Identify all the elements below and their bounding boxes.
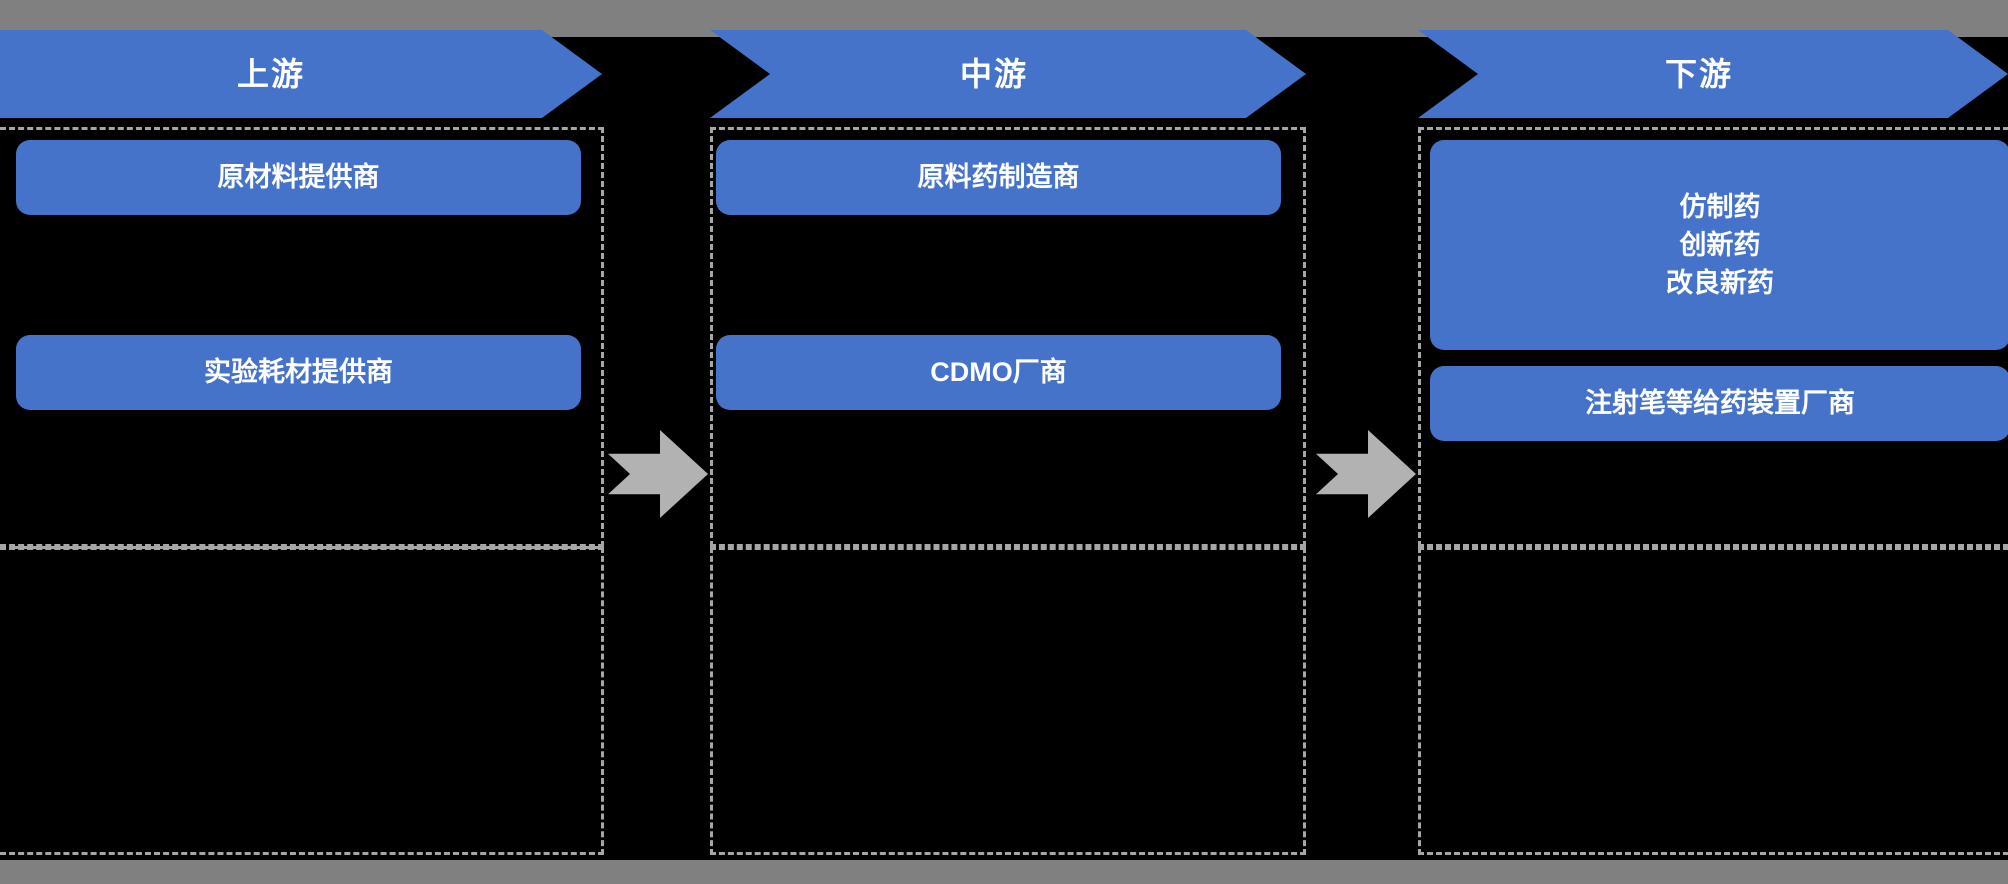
panel-midstream-top: [710, 127, 1306, 547]
stage-header-downstream[interactable]: 下游: [1418, 30, 2008, 118]
item-api-manufacturer[interactable]: 原料药制造商: [716, 140, 1281, 215]
item-cdmo-manufacturer[interactable]: CDMO厂商: [716, 335, 1281, 410]
panel-midstream-bottom: [710, 547, 1306, 855]
panel-downstream-top: [1418, 127, 2008, 547]
item-drug-types[interactable]: 仿制药创新药改良新药: [1430, 140, 2008, 350]
stage-header-downstream-label: 下游: [1664, 56, 1733, 92]
stage-header-upstream-label: 上游: [236, 56, 305, 92]
stage-header-midstream[interactable]: 中游: [710, 30, 1306, 118]
flow-arrow-upstream-to-midstream: [608, 430, 708, 518]
item-injection-device-manufacturer[interactable]: 注射笔等给药装置厂商: [1430, 366, 2008, 441]
stage-header-midstream-label: 中游: [959, 56, 1028, 92]
item-lab-consumable-supplier[interactable]: 实验耗材提供商: [16, 335, 581, 410]
panel-upstream-bottom: [0, 547, 604, 855]
stage-header-upstream[interactable]: 上游: [0, 30, 602, 118]
panel-downstream-bottom: [1418, 547, 2008, 855]
upstream-solid-divider: [10, 546, 604, 549]
panel-upstream-top: [0, 127, 604, 547]
bottom-rail: [0, 860, 2008, 884]
flow-arrow-midstream-to-downstream: [1316, 430, 1416, 518]
item-raw-material-supplier[interactable]: 原材料提供商: [16, 140, 581, 215]
